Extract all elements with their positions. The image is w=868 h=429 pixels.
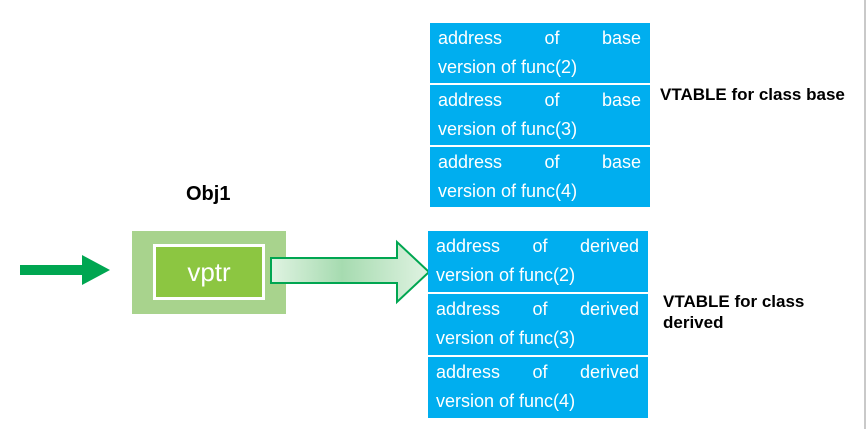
cell-word: of: [532, 299, 548, 319]
vtable-derived-row-func3: address of derived version of func(3): [428, 294, 648, 355]
vtable-base-row-func4: address of base version of func(4): [430, 147, 650, 207]
cell-word: base: [601, 28, 641, 48]
object-box: vptr: [132, 231, 286, 314]
right-edge-divider: [864, 0, 866, 429]
cell-line2: version of func(4): [438, 181, 578, 201]
cell-line2: version of func(3): [436, 328, 576, 348]
vtable-derived-row-func4: address of derived version of func(4): [428, 357, 648, 418]
cell-word: address: [436, 362, 501, 382]
vtable-derived-caption: VTABLE for class derived: [663, 292, 805, 332]
cell-word: address: [438, 28, 503, 48]
vtable-base: address of base version of func(2) addre…: [430, 23, 650, 207]
cell-word: base: [601, 152, 641, 172]
cell-word: of: [544, 90, 560, 110]
object-label: Obj1: [186, 183, 231, 205]
cell-line2: version of func(2): [436, 265, 576, 285]
object-pointer-arrow-icon: [20, 255, 110, 285]
cell-line2: version of func(4): [436, 391, 576, 411]
vptr-cell: vptr: [153, 244, 265, 300]
cell-word: of: [544, 28, 560, 48]
vtable-base-caption: VTABLE for class base: [660, 85, 845, 104]
cell-word: of: [532, 236, 548, 256]
cell-word: of: [532, 362, 548, 382]
vtable-derived-row-func2: address of derived version of func(2): [428, 231, 648, 292]
vtable-derived: address of derived version of func(2) ad…: [428, 231, 648, 418]
cell-word: derived: [579, 299, 639, 319]
cell-word: address: [438, 152, 503, 172]
cell-word: address: [438, 90, 503, 110]
cell-word: base: [601, 90, 641, 110]
cell-line2: version of func(3): [438, 119, 578, 139]
cell-word: address: [436, 299, 501, 319]
cell-line2: version of func(2): [438, 57, 578, 77]
cell-word: derived: [579, 236, 639, 256]
vtable-base-row-func3: address of base version of func(3): [430, 85, 650, 145]
cell-word: address: [436, 236, 501, 256]
vptr-label: vptr: [187, 257, 231, 287]
vptr-to-vtable-arrow-icon: [270, 239, 431, 305]
cell-word: of: [544, 152, 560, 172]
vtable-base-row-func2: address of base version of func(2): [430, 23, 650, 83]
cell-word: derived: [579, 362, 639, 382]
